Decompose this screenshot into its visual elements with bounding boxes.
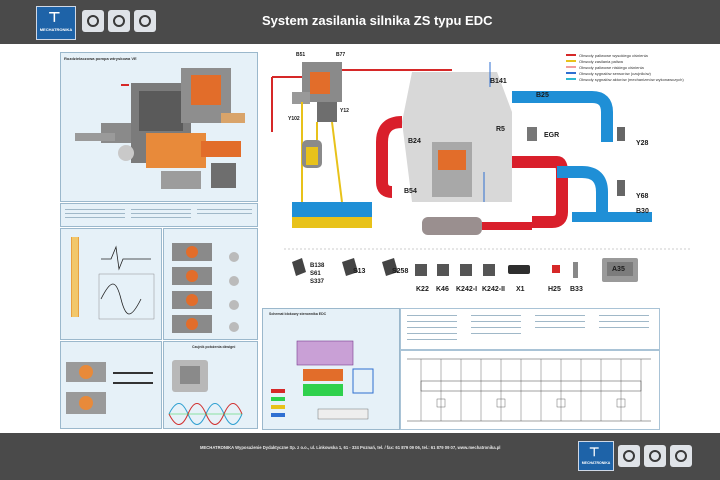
- label-b141: B141: [490, 78, 507, 85]
- award-icon: [134, 10, 156, 32]
- injector-diagram: [71, 237, 155, 320]
- pump-cutaway-diagram: [75, 68, 245, 189]
- mechatronika-logo: ⊤MECHATRONIKA: [36, 6, 76, 40]
- sensor-waveform: [168, 360, 243, 425]
- page-title: System zasilania silnika ZS typu EDC: [262, 13, 493, 28]
- sensor-b33: [573, 262, 578, 278]
- diagnostic-connector-x1: [508, 265, 530, 274]
- label-b30: B30: [636, 208, 649, 215]
- pedal-b138: [292, 258, 306, 276]
- label-s258: S258: [392, 268, 409, 275]
- sensor-panel: Czujnik położenia dźwigni: [163, 341, 258, 429]
- label-b25: B25: [536, 92, 549, 99]
- cam-stages-diagram: [172, 243, 239, 333]
- legend-item-low-pressure: Obwody paliwowe niskiego ciśnienia: [566, 64, 684, 70]
- award-icon: [82, 10, 104, 32]
- sensor-y28: [617, 127, 625, 141]
- legend-item-high-pressure: Obwody paliwowe wysokiego ciśnienia: [566, 52, 684, 58]
- label-b24: B24: [408, 138, 421, 145]
- pedal-s13: [342, 258, 358, 276]
- award-icon: [108, 10, 130, 32]
- relay-k242-i: [460, 264, 472, 276]
- block-scheme-panel: Schemat blokowy sterownika EDC: [262, 308, 400, 430]
- engine-system-diagram: [271, 62, 692, 282]
- brand-text: MECHATRONIKA: [581, 461, 611, 465]
- relay-k242-ii: [483, 264, 495, 276]
- relay-k22: [415, 264, 427, 276]
- label-k242-i: K242-I: [456, 286, 478, 293]
- legend-item-fuel-supply: Obwody zasilania paliwa: [566, 58, 684, 64]
- valve-panel: [60, 341, 162, 429]
- label-k22: K22: [416, 286, 429, 293]
- label-a35: A35: [612, 266, 625, 273]
- sensor-panel-title: Czujnik położenia dźwigni: [192, 345, 236, 349]
- pedal-s258: [382, 258, 398, 276]
- label-b33: B33: [570, 286, 583, 293]
- brand-text: MECHATRONIKA: [39, 27, 73, 32]
- label-y28: Y28: [636, 140, 649, 147]
- legend: Obwody paliwowe wysokiego ciśnienia Obwo…: [566, 52, 684, 82]
- label-y68: Y68: [636, 193, 649, 200]
- wiring-schematic-diagram: [407, 358, 651, 422]
- mechatronika-logo: ⊤MECHATRONIKA: [578, 441, 614, 471]
- header-bar: ⊤MECHATRONIKA System zasilania silnika Z…: [0, 0, 720, 44]
- label-x1: X1: [516, 286, 525, 293]
- label-b54: B54: [404, 188, 417, 195]
- award-icon: [670, 445, 692, 467]
- block-scheme-title: Schemat blokowy sterownika EDC: [269, 312, 327, 316]
- footer-text: MECHATRONIKA Wyposażenie Dydaktyczne Sp.…: [200, 445, 501, 450]
- label-b51: B51: [296, 52, 306, 58]
- cam-panel: [163, 228, 258, 340]
- label-k46: K46: [436, 286, 449, 293]
- egr-valve: [527, 127, 537, 141]
- warning-lamp-h25: [552, 265, 560, 273]
- block-scheme-diagram: [271, 340, 374, 420]
- relay-k46: [437, 264, 449, 276]
- label-s13: S13: [353, 268, 366, 275]
- catalytic-converter: [422, 217, 482, 235]
- label-b138-s61-s337: B138 S61 S337: [310, 263, 325, 285]
- label-r5: R5: [496, 126, 505, 133]
- sensor-y68: [617, 180, 625, 196]
- legend-item-sensor-signals: Obwody sygnałów sensorów (czujników): [566, 70, 684, 76]
- label-egr: EGR: [544, 132, 560, 139]
- label-h25: H25: [548, 286, 561, 293]
- parts-list-panel: [60, 203, 258, 227]
- injector-panel: [60, 228, 162, 340]
- label-b77: B77: [336, 52, 346, 58]
- valve-diagram: [66, 362, 153, 414]
- award-icon: [618, 445, 640, 467]
- wiring-schematic: [400, 350, 660, 430]
- legend-mini: [121, 83, 129, 87]
- label-y102: Y102: [288, 116, 300, 122]
- designations-list: [400, 308, 660, 350]
- pump-panel-title: Rozdzielaczowa pompa wtryskowa VE: [64, 56, 137, 61]
- award-icon: [644, 445, 666, 467]
- pump-panel: Rozdzielaczowa pompa wtryskowa VE: [60, 52, 258, 202]
- engine-block: [402, 72, 512, 202]
- label-y12: Y12: [340, 108, 349, 114]
- label-k242-ii: K242-II: [482, 286, 505, 293]
- legend-item-actuator-signals: Obwody sygnałów aktorów (mechanizmów wyk…: [566, 76, 684, 82]
- footer-bar: MECHATRONIKA Wyposażenie Dydaktyczne Sp.…: [0, 433, 720, 480]
